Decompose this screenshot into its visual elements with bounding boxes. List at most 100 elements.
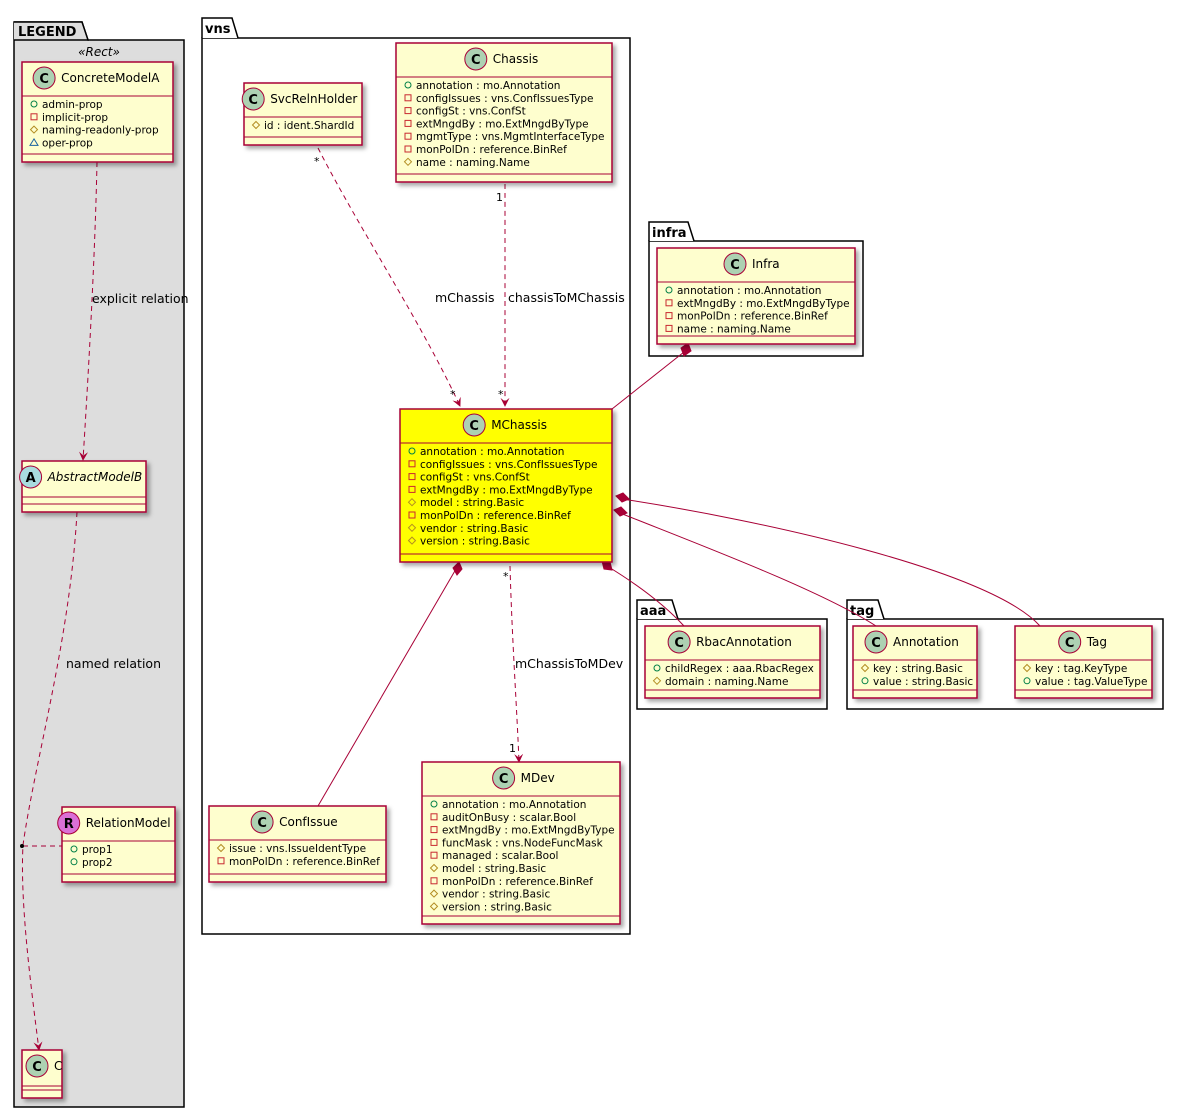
mult-svcreln-dst: * [450,388,456,401]
svcreln-attr-0-visibility-icon [251,120,261,130]
chassis-class-name: Chassis [493,52,538,66]
concrete-attr-1-visibility-icon [30,113,38,121]
mult-chassis-src: 1 [496,191,503,204]
relmodel-class-name: RelationModel [86,816,171,830]
svcreln-attr: id : ident.ShardId [264,120,354,132]
label-mchassis: mChassis [435,290,495,305]
class-chassis-box [395,42,613,183]
class-svcreln-box [243,82,363,146]
mdev-attr: managed : scalar.Bool [442,850,558,862]
concrete-attr: naming-readonly-prop [42,125,159,137]
rbac-kind-icon [667,630,691,654]
package-aaa-title: aaa [640,604,666,619]
c-class-name: C [54,1059,62,1073]
package-vns: vns [201,17,631,935]
mchassis-attr: monPolDn : reference.BinRef [420,510,571,522]
class-mchassis-box [399,408,613,563]
confissue-kind-icon [250,810,274,834]
edge-mchassis-tag [621,498,1041,627]
diamond-annotation [613,506,628,517]
relmodel-attr-0-visibility-icon [70,845,78,853]
mdev-class-name: MDev [521,771,555,785]
package-legend: LEGEND [13,21,185,1108]
chassis-kind-icon [464,47,488,71]
annotation-kind-icon [864,630,888,654]
mdev-attr: extMngdBy : mo.ExtMngdByType [442,825,615,837]
svcreln-class-name: SvcRelnHolder [270,92,357,106]
edge-mchassis-annotation [619,512,877,627]
edge-mchassis-confissue [317,568,457,807]
mchassis-class-name: MChassis [491,418,547,432]
infra-attr-3-visibility-icon [665,324,673,332]
mdev-attr: auditOnBusy : scalar.Bool [442,812,576,824]
package-tag-title: tag [850,604,874,619]
mdev-attr-6-visibility-icon [430,877,438,885]
mdev-attr-7-visibility-icon [429,889,439,898]
class-confissue-box [208,805,387,883]
c-kind-icon [25,1054,49,1078]
concrete-attr-0-visibility-icon [30,100,38,108]
confissue-attr-0-visibility-icon [216,843,226,853]
mchassis-attr-3-visibility-icon [408,485,416,493]
mchassis-attr-7-visibility-icon [407,536,417,545]
confissue-attr: monPolDn : reference.BinRef [229,856,380,868]
chassis-attr-5-visibility-icon [404,145,412,153]
annotation-class-name: Annotation [893,635,959,649]
infra-class-name: Infra [752,257,780,271]
rbac-kind-letter: C [674,636,684,651]
infra-attr: annotation : mo.Annotation [677,285,821,297]
tag-attr: value : tag.ValueType [1035,676,1147,688]
mchassis-attr: configSt : vns.ConfSt [420,472,530,484]
annotation-attr-0-visibility-icon [860,663,870,673]
edges: explicit relation named relation mChassi… [20,147,1041,1051]
mdev-kind-icon [492,766,516,790]
mdev-attr-1-visibility-icon [430,813,438,821]
concrete-kind-letter: C [39,72,49,87]
mult-mchassis-src: * [503,570,509,583]
rbac-attr-0-visibility-icon [653,664,661,672]
mchassis-kind-icon [462,413,486,437]
mult-mdev-dst: 1 [509,742,516,755]
tag-kind-icon [1058,630,1082,654]
concrete-attr-3-visibility-icon [29,137,39,146]
chassis-attr-2-visibility-icon [404,107,412,115]
annotation-attr: value : string.Basic [873,676,973,688]
tag-class-name: Tag [1086,635,1107,649]
diamond-infra [680,342,692,357]
confissue-kind-letter: C [257,816,267,831]
mdev-kind-letter: C [499,772,509,787]
mchassis-attr-4-visibility-icon [407,497,417,507]
chassis-attr: monPolDn : reference.BinRef [416,144,567,156]
mdev-attr-5-visibility-icon [429,863,439,873]
relmodel-kind-letter: R [64,817,74,832]
concrete-attr: implicit-prop [42,112,108,124]
mchassis-attr: version : string.Basic [420,536,530,548]
mchassis-attr: model : string.Basic [420,497,524,509]
rbac-class-name: RbacAnnotation [696,635,792,649]
mchassis-attr-0-visibility-icon [408,447,416,455]
chassis-attr: configSt : vns.ConfSt [416,106,526,118]
abstract-kind-letter: A [26,471,36,486]
relmodel-attr: prop2 [82,857,113,869]
chassis-attr: annotation : mo.Annotation [416,80,560,92]
label-explicit-relation: explicit relation [92,291,189,306]
mchassis-kind-letter: C [469,419,479,434]
tag-attr-1-visibility-icon [1023,677,1031,685]
relmodel-attr: prop1 [82,844,113,856]
edge-infra-mchassis [611,351,685,410]
abstract-kind-icon [19,465,43,489]
class-relmodel-box [61,806,176,883]
